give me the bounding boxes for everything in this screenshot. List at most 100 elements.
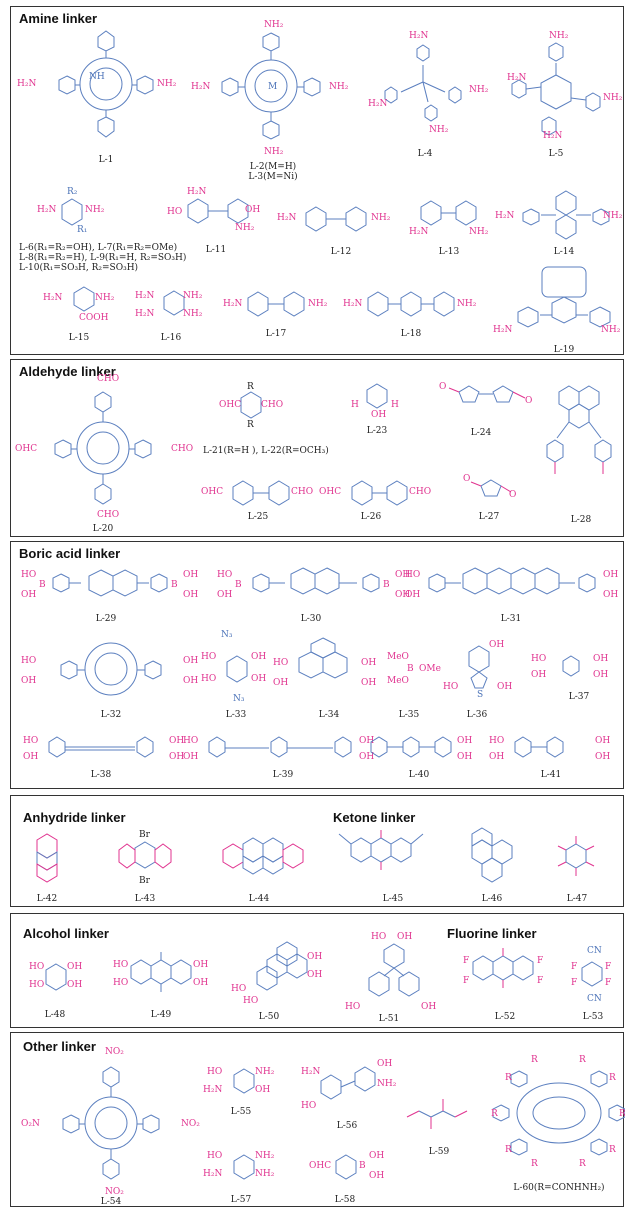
metal-center: M [268, 82, 278, 92]
hydroxyl-group: HO [345, 1002, 361, 1012]
boronic-acid-group: HO [489, 736, 505, 746]
boronic-acid-group: HO [201, 674, 217, 684]
amine-group: NH₂ [329, 82, 349, 92]
compound-label-l48: L-48 [44, 1010, 66, 1020]
compound-label-l12: L-12 [330, 247, 352, 257]
structure-l30 [252, 567, 380, 595]
amine-group: H₂N [203, 1169, 223, 1179]
aldehyde-group: OHC [201, 487, 224, 497]
boronic-acid-group: HO [23, 736, 39, 746]
compound-label-l40: L-40 [408, 770, 430, 780]
compound-label-l2: L-2(M=H) [249, 162, 297, 172]
structure-l28 [546, 385, 612, 474]
boronic-acid-group: HO [201, 652, 217, 662]
compound-label-l19: L-19 [553, 345, 575, 355]
hydroxyl-group: HO [301, 1101, 317, 1111]
amine-group: NH₂ [157, 79, 177, 89]
section-title: Alcohol linker [23, 926, 109, 941]
structure-l60 [492, 1070, 625, 1156]
structure-l48 [45, 963, 67, 991]
nitro-group: NO₂ [181, 1119, 200, 1129]
amine-group: H₂N [409, 31, 429, 41]
compound-label-l11: L-11 [205, 245, 227, 255]
boronic-acid-group: OH [183, 570, 199, 580]
compound-label-l32: L-32 [100, 710, 122, 720]
hydroxyl-group: HO [231, 984, 247, 994]
boronic-acid-group: OH [457, 752, 473, 762]
structure-l24 [448, 385, 526, 403]
boric-acid-linker-panel: Boric acid linker HO B OH B OH OH L-29 H… [10, 541, 624, 789]
bromo-group: Br [139, 876, 150, 886]
boronic-acid-group: B [39, 580, 46, 590]
boronic-acid-group: OH [251, 674, 267, 684]
compound-label-l46: L-46 [481, 894, 503, 904]
hydroxyl-group: HO [207, 1151, 223, 1161]
hydroxyl-group: HO [167, 207, 183, 217]
boronic-acid-group: OH [359, 752, 375, 762]
compound-label-l25: L-25 [247, 512, 269, 522]
carbonyl-oxygen: O [509, 490, 517, 500]
structure-l5 [511, 42, 601, 136]
hydroxyl-group: OH [67, 962, 83, 972]
structure-l29 [52, 569, 168, 597]
carbonyl-oxygen: O [439, 382, 447, 392]
structure-l13 [420, 200, 477, 226]
hydroxyl-group: OH [421, 1002, 437, 1012]
section-title: Fluorine linker [447, 926, 537, 941]
section-title: Anhydride linker [23, 810, 126, 825]
structure-l26 [351, 480, 408, 506]
structure-l44 [222, 837, 304, 875]
amine-group: H₂N [495, 211, 515, 221]
compound-label-l35: L-35 [398, 710, 420, 720]
structure-l23 [366, 383, 388, 409]
boronic-acid-group: OH [359, 736, 375, 746]
compound-label-l49: L-49 [150, 1010, 172, 1020]
methoxy-group: OMe [419, 664, 441, 674]
section-title: Amine linker [19, 11, 98, 26]
anhydride-ketone-panel: Anhydride linker Ketone linker L-42 Br B… [10, 795, 624, 907]
structure-l39 [208, 736, 352, 758]
aldehyde-group: CHO [171, 444, 194, 454]
structure-l21-l22 [240, 391, 262, 419]
boronic-acid-group: OH [595, 752, 611, 762]
structure-l54 [62, 1066, 160, 1180]
azide-group: N₃ [233, 694, 245, 704]
boronic-acid-group: OH [183, 752, 199, 762]
substituent-r: R [609, 1145, 616, 1155]
boronic-acid-group: OH [23, 752, 39, 762]
boronic-acid-group: OH [183, 656, 199, 666]
amine-group: NH₂ [601, 325, 621, 335]
structure-l46 [471, 827, 513, 883]
boron-center: B [407, 664, 414, 674]
structure-l38 [48, 736, 154, 758]
substituent-r: R [531, 1159, 538, 1169]
amine-group: NH₂ [377, 1079, 397, 1089]
compound-label-l39: L-39 [272, 770, 294, 780]
compound-label-l21-l22: L-21(R=H ), L-22(R=OCH₃) [203, 446, 329, 456]
boronic-acid-group: OH [369, 1151, 385, 1161]
compound-label-l4: L-4 [417, 149, 433, 159]
compound-label-l18: L-18 [400, 329, 422, 339]
azide-group: N₃ [221, 630, 233, 640]
amine-group: H₂N [187, 187, 207, 197]
aldehyde-group: OHC [309, 1161, 332, 1171]
amine-group: H₂N [135, 309, 155, 319]
amine-group: NH₂ [255, 1169, 275, 1179]
fluoro-group: F [605, 962, 612, 972]
compound-label-l30: L-30 [300, 614, 322, 624]
carbonyl-oxygen: O [525, 396, 533, 406]
amine-group: NH₂ [457, 299, 477, 309]
compound-label-l34: L-34 [318, 710, 340, 720]
structure-l45 [338, 830, 424, 870]
substituent-r: R [531, 1055, 538, 1065]
compound-label-l54: L-54 [100, 1197, 122, 1207]
hydroxyl-group: OH [245, 205, 261, 215]
substituent-r2: R₂ [67, 187, 78, 197]
compound-label-l13: L-13 [438, 247, 460, 257]
boronic-acid-group: OH [395, 570, 411, 580]
boronic-acid-group: HO [183, 736, 199, 746]
structure-l25 [232, 480, 290, 506]
boronic-acid-group: OH [183, 676, 199, 686]
compound-label-l57: L-57 [230, 1195, 252, 1205]
boronic-acid-group: OH [603, 570, 619, 580]
